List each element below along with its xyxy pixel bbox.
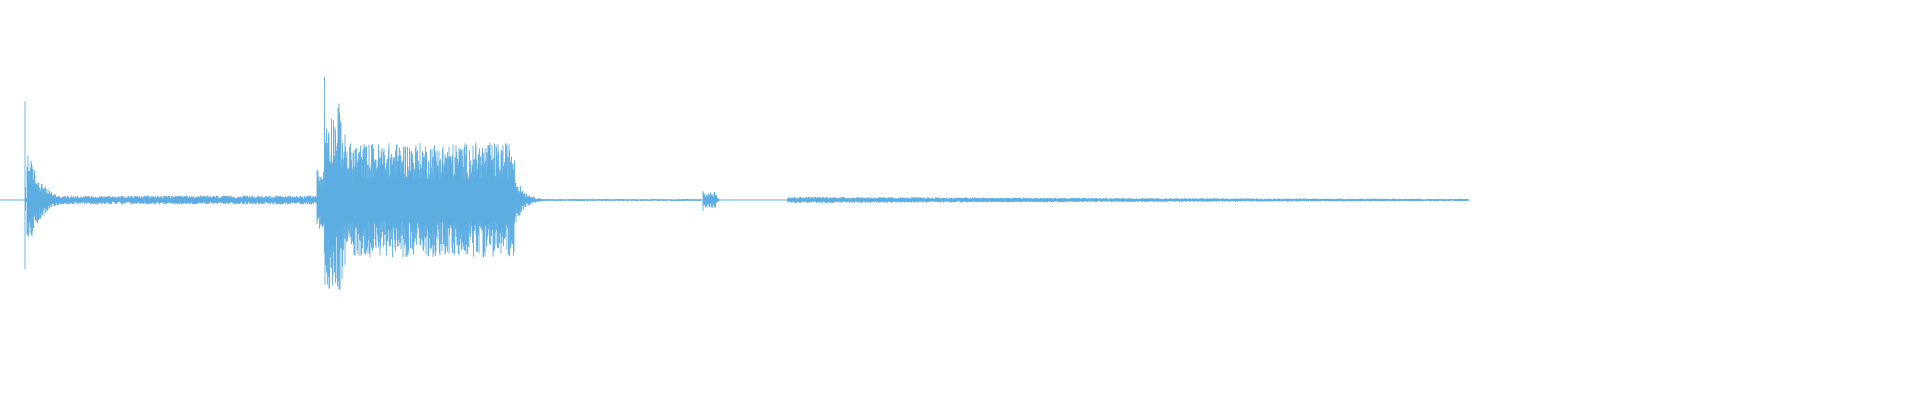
waveform-samples — [24, 76, 1469, 290]
